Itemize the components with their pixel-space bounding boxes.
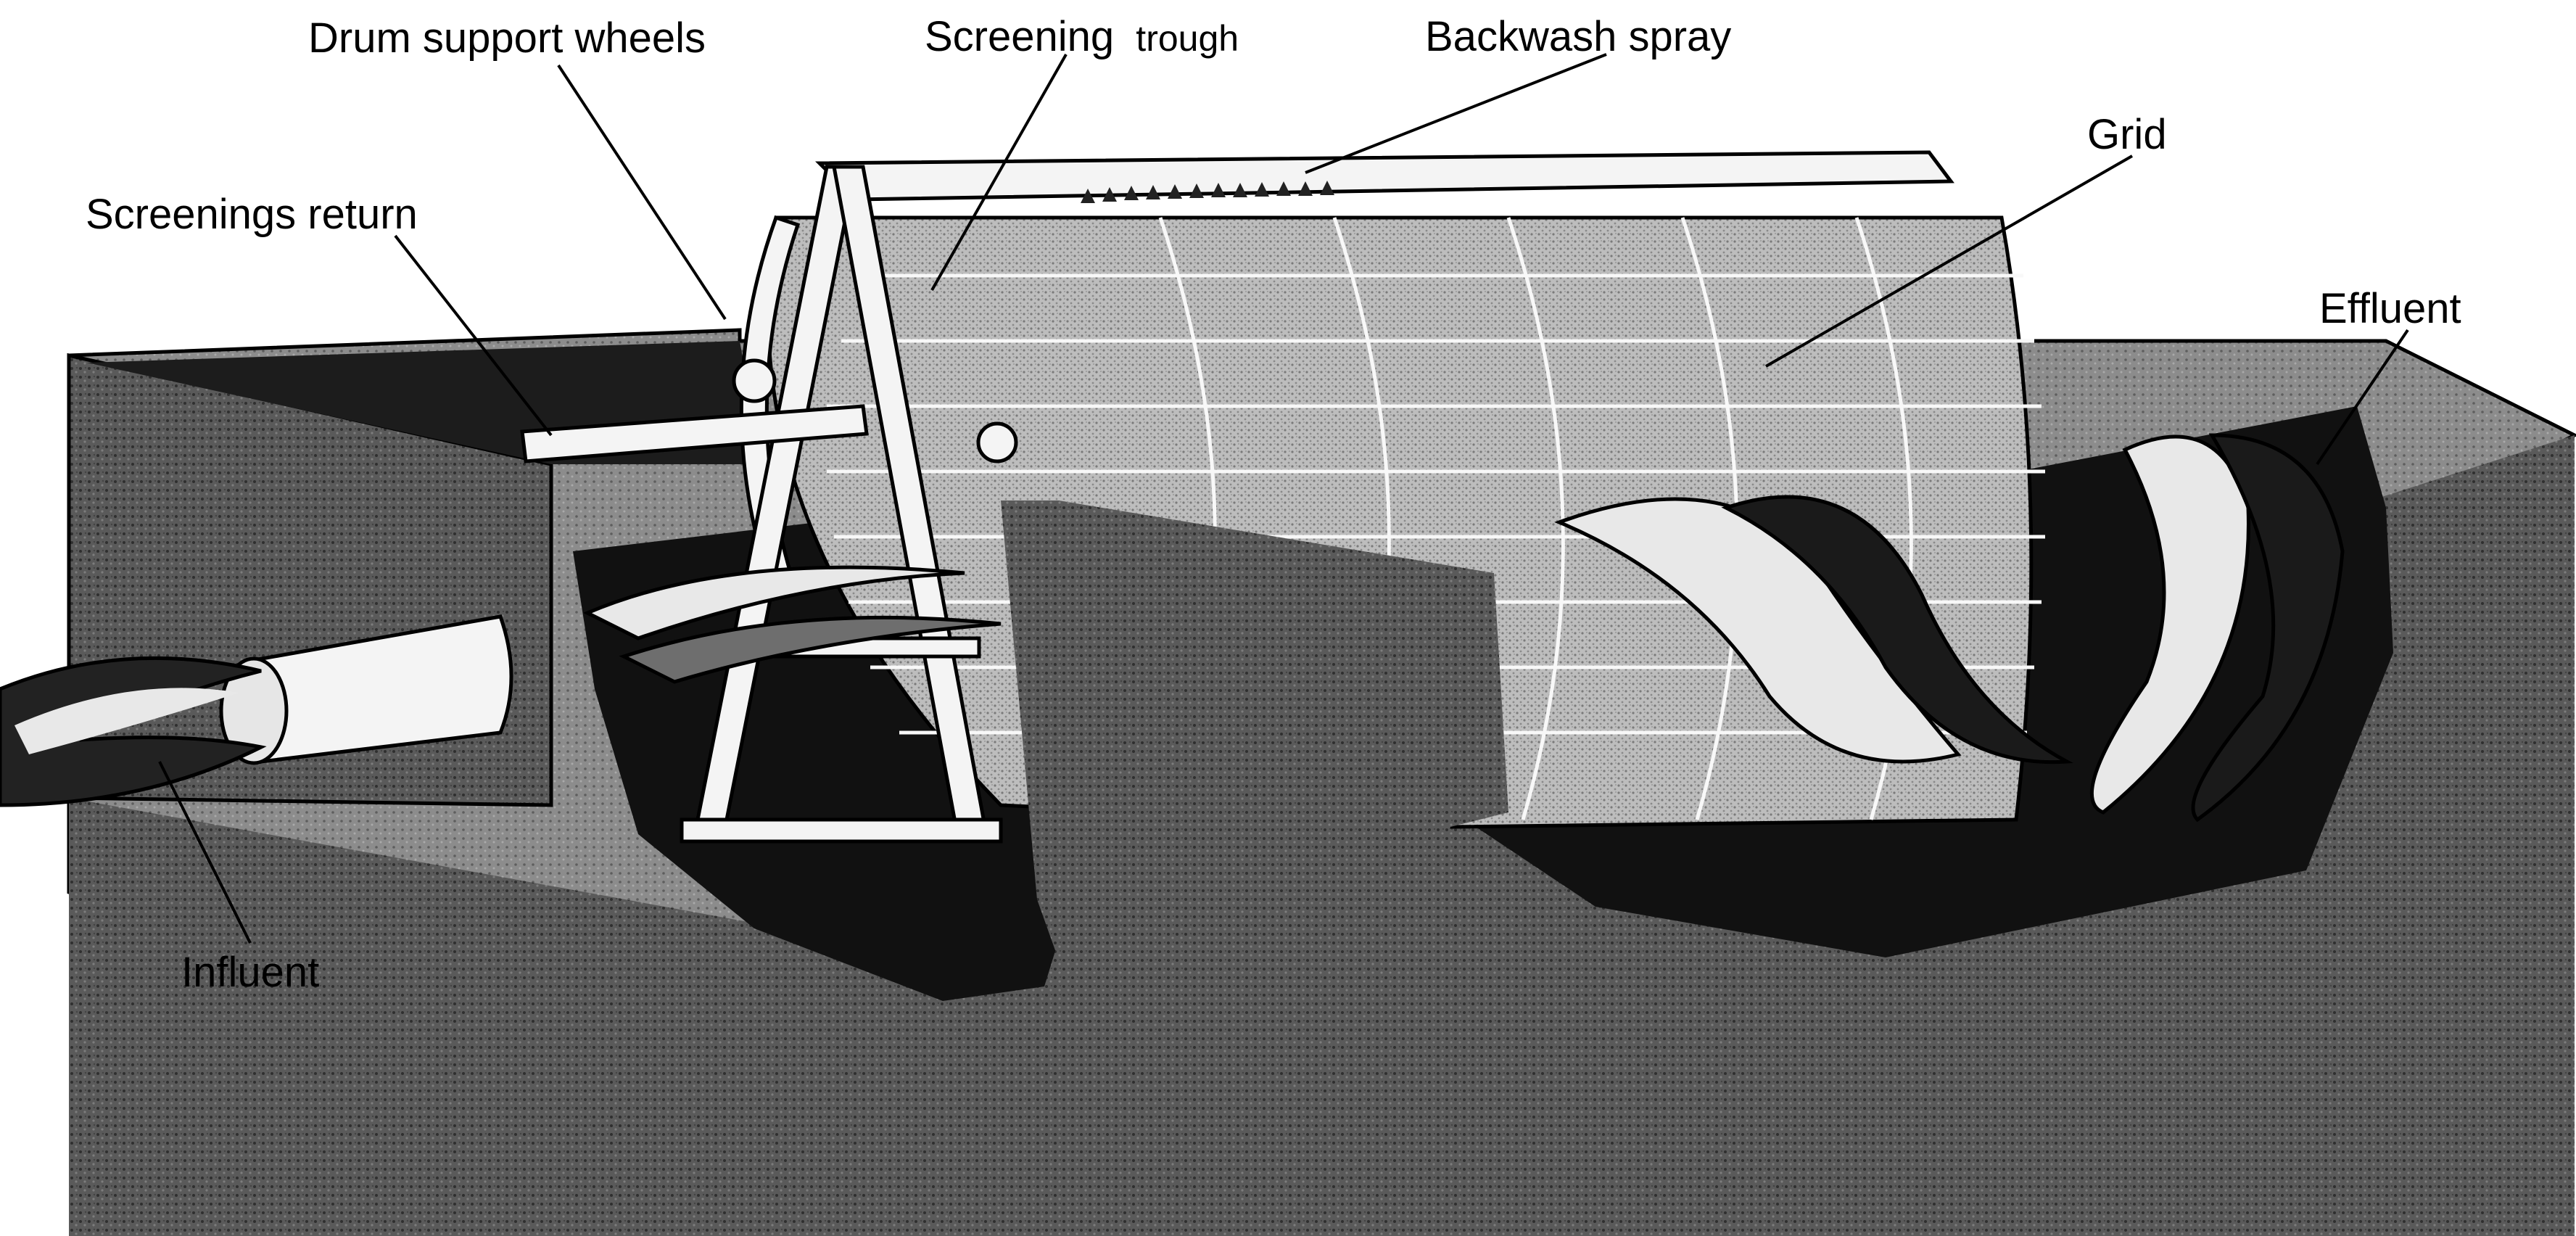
effluent-flow-ribbons — [1554, 433, 2345, 823]
label-screening: Screening — [925, 13, 1114, 60]
label-influent: Influent — [181, 949, 319, 996]
leader-grid — [1765, 154, 2133, 368]
leader-screenings-return — [394, 234, 553, 437]
label-screenings-return: Screenings return — [86, 191, 418, 238]
backwash-spray-nozzles — [1081, 181, 1334, 203]
channel-divider-wall — [1001, 500, 1508, 1001]
influent-pipe — [0, 614, 513, 807]
label-screening-trough: Screening trough — [925, 13, 1239, 60]
label-backwash-spray: Backwash spray — [1425, 13, 1731, 60]
labels: Drum support wheels Screening trough Bac… — [86, 13, 2461, 996]
label-effluent: Effluent — [2319, 285, 2461, 332]
label-trough: trough — [1136, 18, 1239, 59]
channel-front-wall — [69, 798, 950, 1236]
leader-influent — [158, 761, 252, 944]
leader-screening-trough — [930, 54, 1068, 291]
leader-lines — [158, 53, 2409, 944]
leader-drum-support-wheels — [557, 64, 727, 321]
screenings-return-pipe — [520, 404, 869, 464]
frame-base — [680, 817, 1003, 844]
label-grid: Grid — [2087, 111, 2167, 158]
drum-support-wheel-left — [732, 358, 777, 403]
drum-support-wheel-right — [976, 421, 1018, 464]
inlet-flow-ribbons — [583, 565, 1002, 684]
label-drum-support-wheels: Drum support wheels — [308, 15, 706, 62]
leader-effluent — [2316, 329, 2409, 466]
leader-backwash-spray — [1305, 53, 1607, 174]
